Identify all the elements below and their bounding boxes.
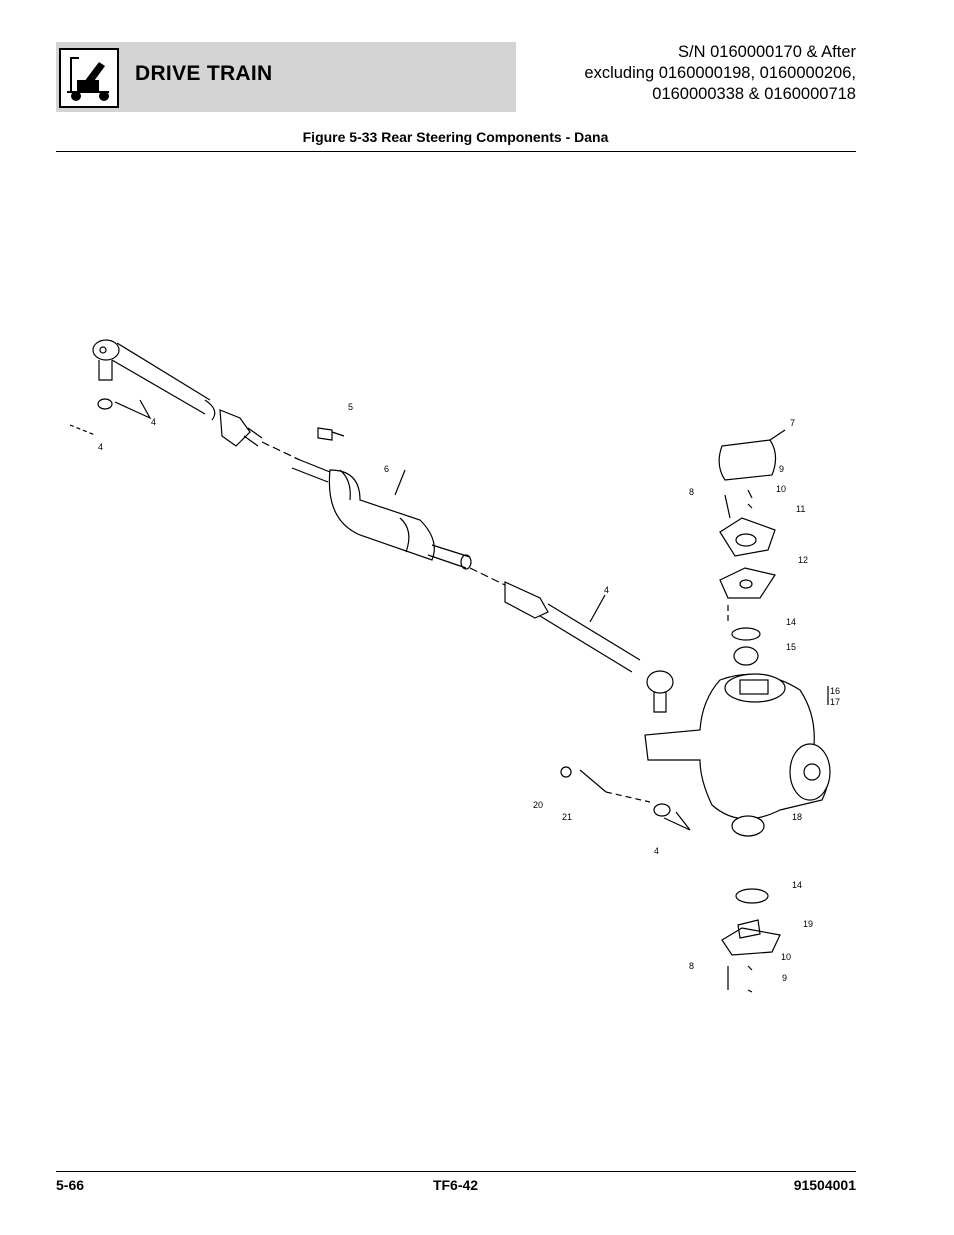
footer-divider xyxy=(56,1171,856,1172)
callout-14b: 14 xyxy=(792,880,802,890)
header-divider xyxy=(56,151,856,152)
callout-9a: 9 xyxy=(779,464,784,474)
callout-10a: 10 xyxy=(776,484,786,494)
callout-10b: 10 xyxy=(781,952,791,962)
callout-18: 18 xyxy=(792,812,802,822)
callout-6: 6 xyxy=(384,464,389,474)
callout-8a: 8 xyxy=(689,487,694,497)
manual-part-number: 91504001 xyxy=(793,1177,856,1193)
serial-line-2: excluding 0160000198, 0160000206, xyxy=(584,64,856,82)
callout-17: 17 xyxy=(830,697,840,707)
figure-title: Figure 5-33 Rear Steering Components - D… xyxy=(302,129,609,145)
callout-12: 12 xyxy=(798,555,808,565)
callout-5: 5 xyxy=(348,402,353,412)
callout-21: 21 xyxy=(562,812,572,822)
callout-4a: 4 xyxy=(151,417,156,427)
telehandler-logo-icon xyxy=(59,48,119,108)
callout-20: 20 xyxy=(533,800,543,810)
serial-line-3: 0160000338 & 0160000718 xyxy=(652,85,856,103)
serial-range: S/N 0160000170 & After excluding 0160000… xyxy=(584,42,856,105)
callout-16: 16 xyxy=(830,686,840,696)
callout-9b: 9 xyxy=(782,973,787,983)
callout-15: 15 xyxy=(786,642,796,652)
callout-8b: 8 xyxy=(689,961,694,971)
callout-4d: 4 xyxy=(654,846,659,856)
callout-4c: 4 xyxy=(604,585,609,595)
page-number: 5-66 xyxy=(56,1177,85,1193)
serial-line-1: S/N 0160000170 & After xyxy=(678,43,856,61)
callout-19: 19 xyxy=(803,919,813,929)
header-banner xyxy=(56,42,516,112)
callout-11: 11 xyxy=(796,504,805,514)
section-title: DRIVE TRAIN xyxy=(135,62,273,85)
model-number: TF6-42 xyxy=(432,1177,479,1193)
callout-14a: 14 xyxy=(786,617,796,627)
callout-7: 7 xyxy=(790,418,795,428)
callout-4b: 4 xyxy=(98,442,103,452)
